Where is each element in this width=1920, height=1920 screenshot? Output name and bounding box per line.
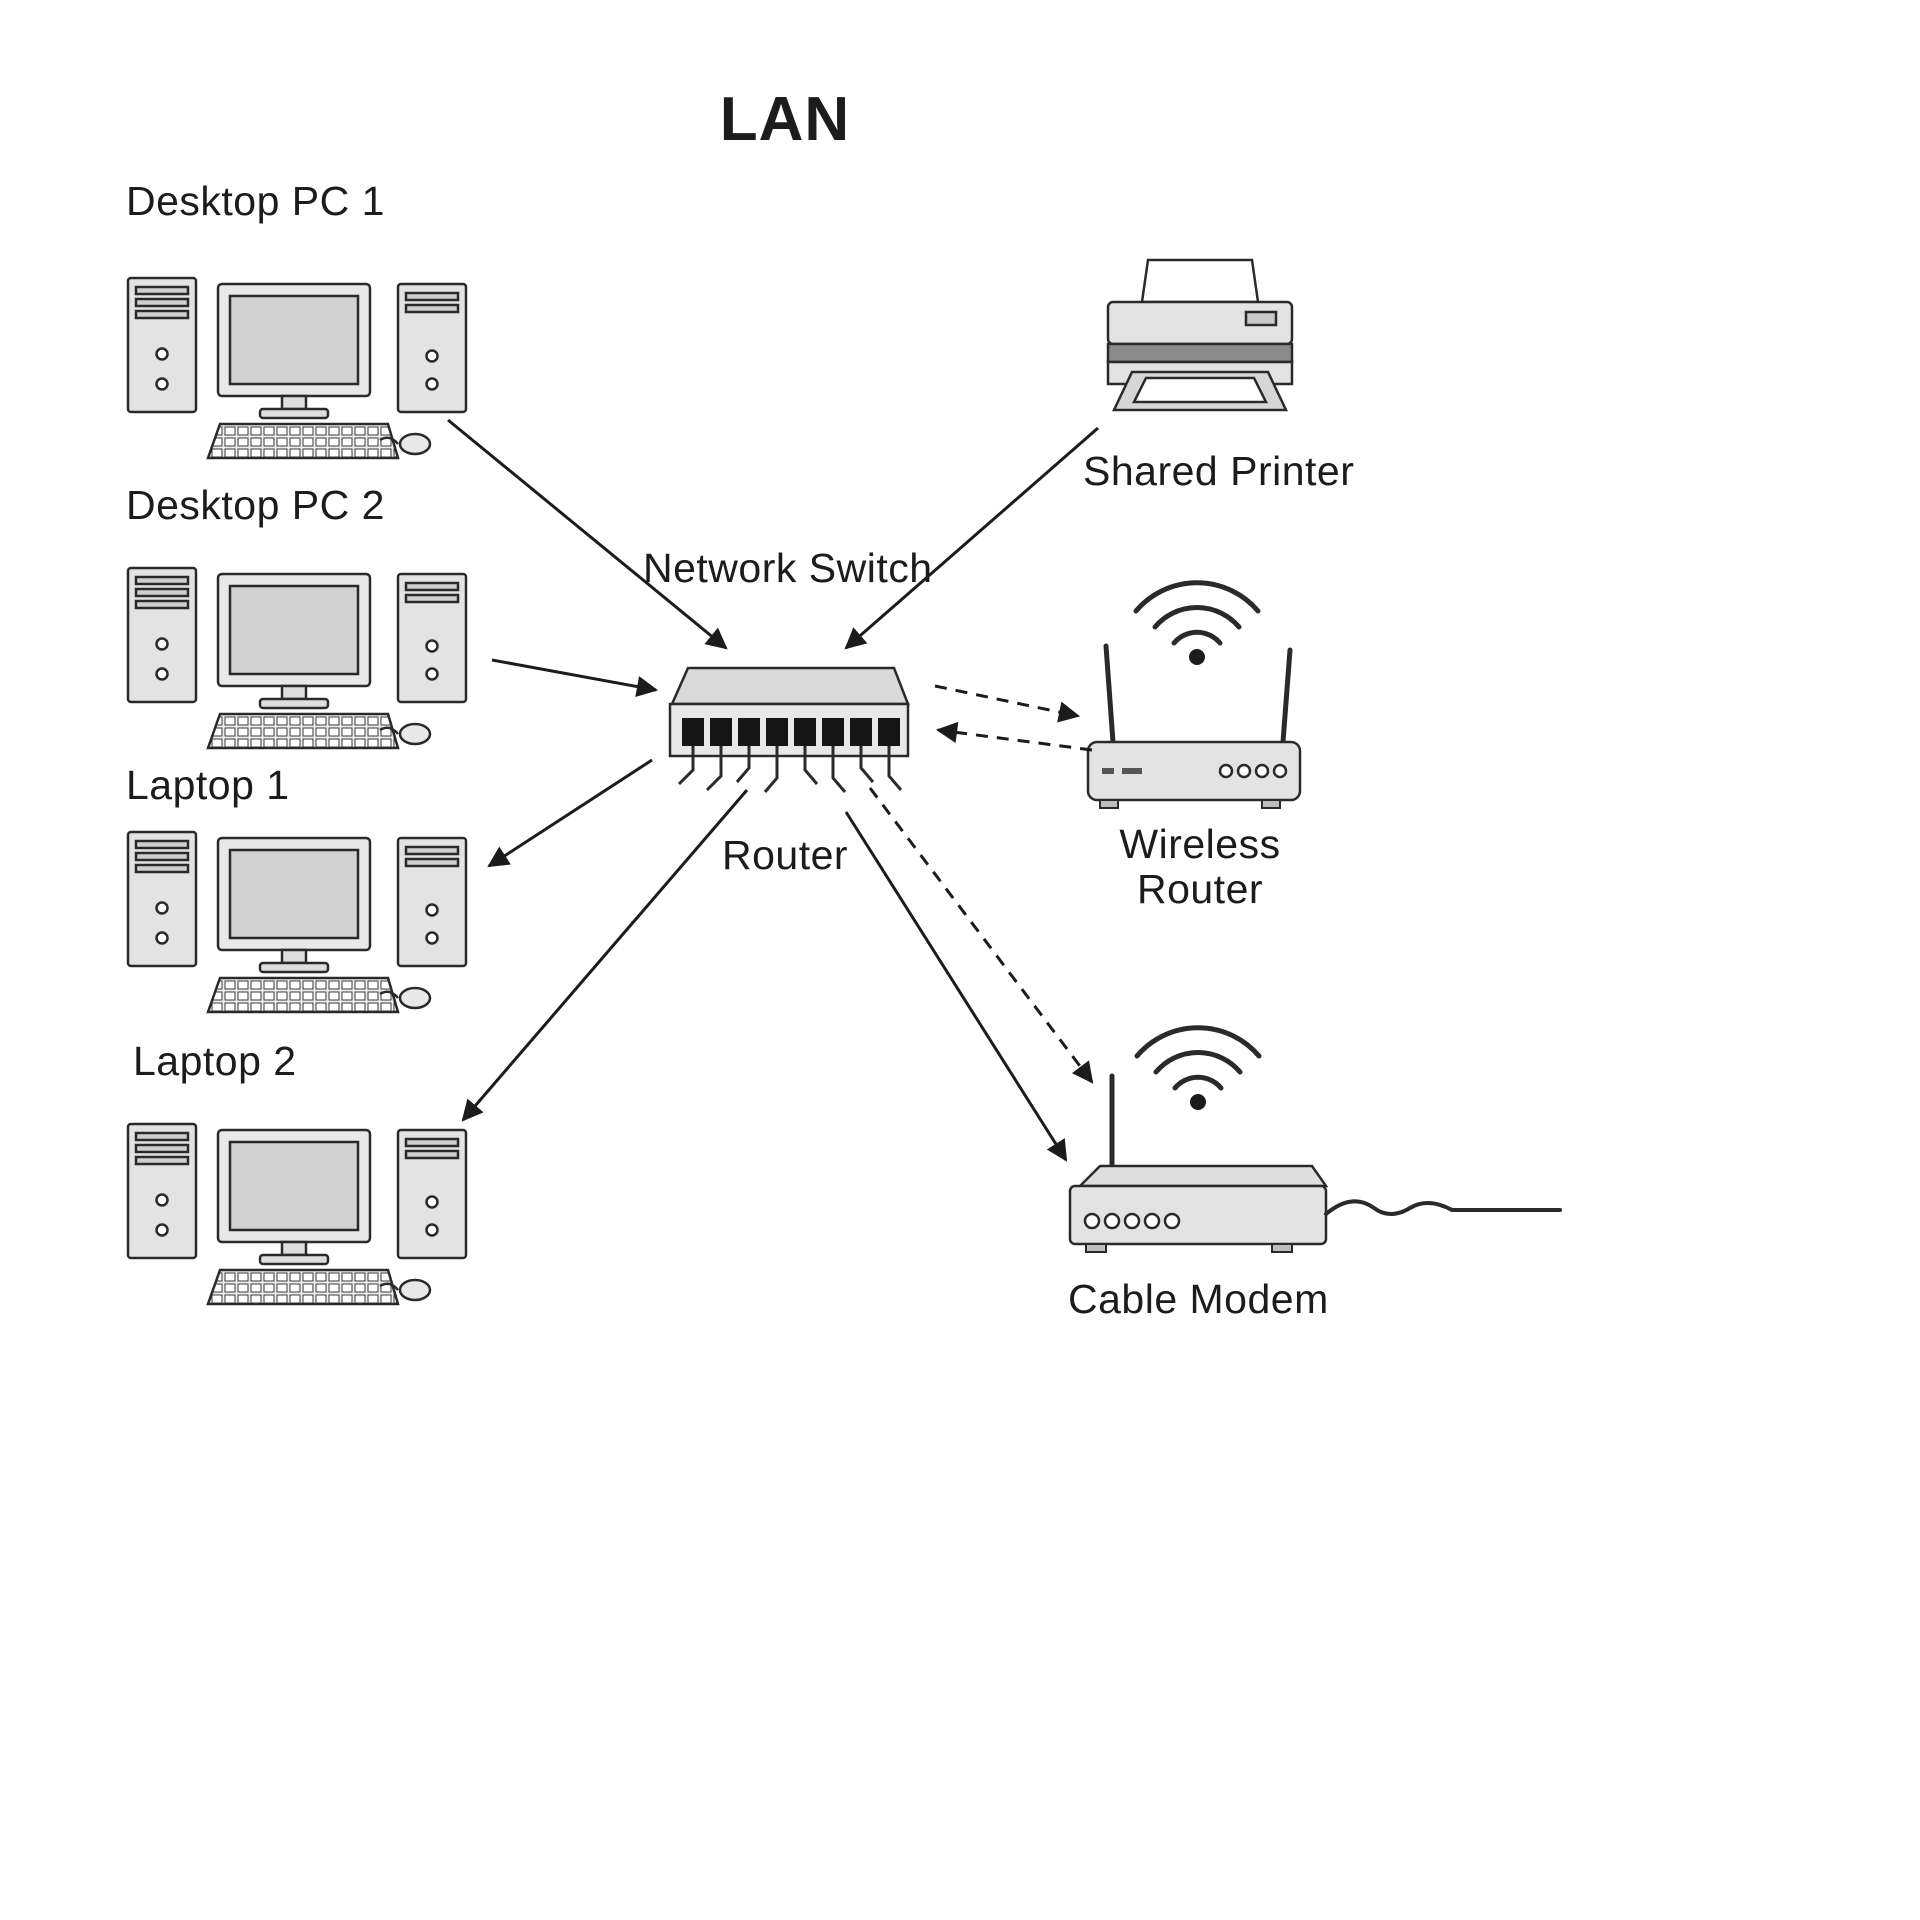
link-switch-to-laptop2 [461,789,749,1122]
link-switch-to-modem-wireless [868,787,1094,1084]
label-wireless-router: Wireless Router [1119,821,1281,913]
coax-cable [1324,1199,1562,1216]
label-cable-modem: Cable Modem [1068,1276,1329,1322]
desktop-pc-1-icon [126,276,468,460]
label-laptop-1: Laptop 1 [126,762,290,808]
desktop-pc-2-icon [126,566,468,750]
label-desktop-pc-1: Desktop PC 1 [126,178,385,224]
link-switch-to-laptop1 [487,758,653,868]
link-pc2-to-switch [491,658,659,698]
diagram-title: LAN [719,85,851,154]
cable-modem-icon [1068,1025,1562,1253]
wireless-router-icon [1086,580,1302,809]
label-laptop-2: Laptop 2 [133,1038,297,1084]
antenna-icon [1103,643,1293,745]
link-switch-to-wireless-router [934,684,1081,723]
link-switch-to-modem-wired [844,811,1068,1162]
label-router: Router [722,832,849,878]
wifi-icon [1133,580,1261,665]
label-desktop-pc-2: Desktop PC 2 [126,482,385,528]
printer-icon [1106,258,1294,412]
network-switch-icon [668,666,910,793]
link-wireless-router-to-switch [935,721,1093,752]
wifi-icon [1134,1025,1262,1110]
label-network-switch: Network Switch [643,545,933,591]
link-printer-to-switch [844,426,1099,650]
laptop-2-icon [126,1122,468,1306]
laptop-1-icon [126,830,468,1014]
link-pc1-to-switch [447,418,728,650]
label-shared-printer: Shared Printer [1083,448,1355,494]
